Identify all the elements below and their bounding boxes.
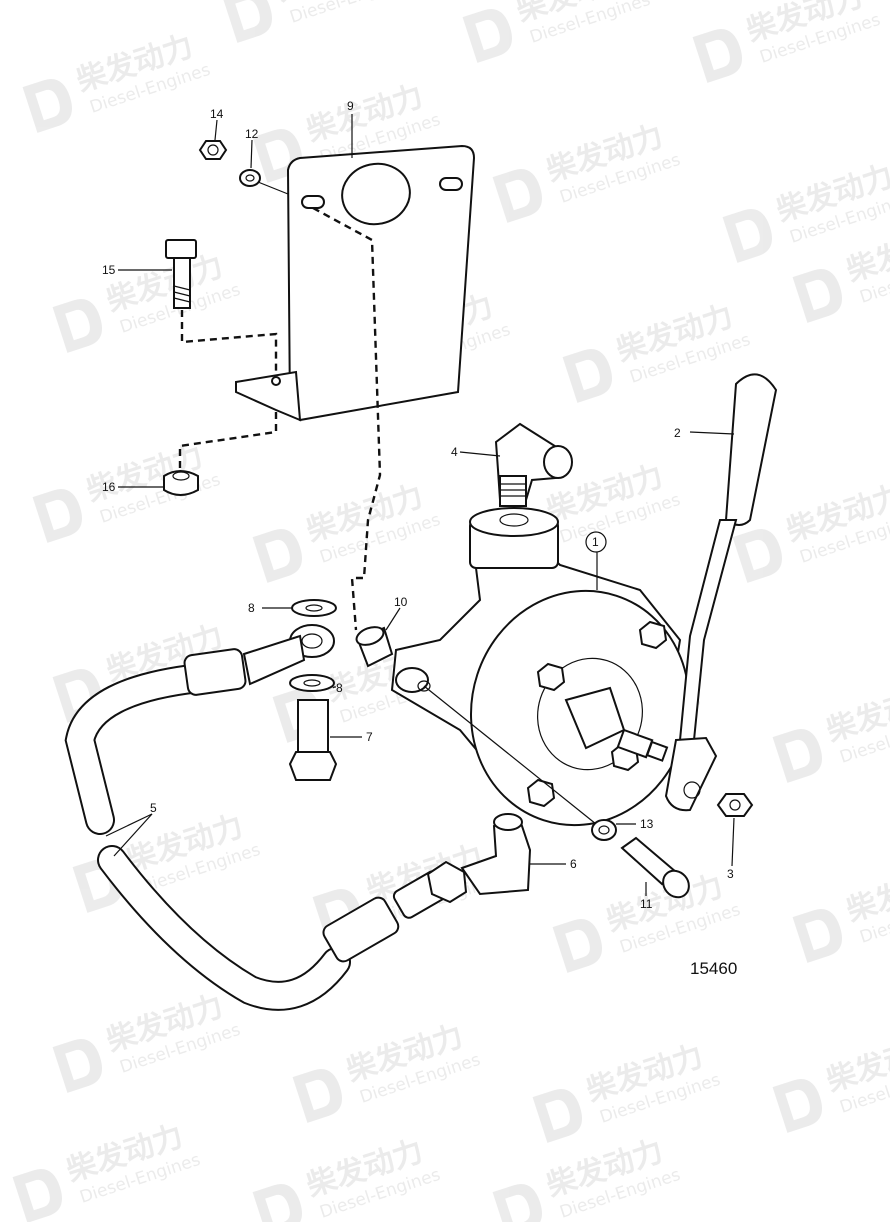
callout-12: 12 xyxy=(245,127,259,141)
watermark-logo-icon xyxy=(462,9,513,63)
callout-3: 3 xyxy=(727,867,734,881)
watermark-logo-icon xyxy=(792,909,843,963)
callout-6: 6 xyxy=(570,857,577,871)
callout-5: 5 xyxy=(150,801,157,815)
watermark-logo-icon xyxy=(552,919,603,973)
watermark-logo-icon xyxy=(22,79,73,133)
watermark-logo-icon xyxy=(252,1184,303,1222)
watermark-logo-icon xyxy=(792,269,843,323)
watermark-logo-icon xyxy=(732,529,783,583)
watermark-logo-icon xyxy=(492,1184,543,1222)
callout-16: 16 xyxy=(102,480,116,494)
callout-10: 10 xyxy=(394,595,408,609)
watermark-logo-icon xyxy=(12,1169,63,1222)
nut-16 xyxy=(163,470,199,496)
elbow-fitting-6 xyxy=(460,813,532,896)
hose-5 xyxy=(64,634,468,1011)
watermark-logo-icon xyxy=(52,1039,103,1093)
watermark-logo-icon xyxy=(252,529,303,583)
callout-13: 13 xyxy=(640,817,654,831)
watermark-logo-icon xyxy=(492,169,543,223)
watermark-logo-icon xyxy=(692,29,743,83)
callout-2: 2 xyxy=(674,426,681,440)
pump-body xyxy=(390,507,690,827)
drawing-reference-number: 15460 xyxy=(690,959,737,978)
watermark-logo-icon xyxy=(772,1079,823,1133)
watermark-brand-en: Diesel-Engines xyxy=(287,0,413,28)
hand-lever-2 xyxy=(664,373,778,812)
watermark-logo-icon xyxy=(32,489,83,543)
watermark-logo-icon xyxy=(722,209,773,263)
watermark-logo-icon xyxy=(292,1069,343,1123)
watermark-logo-icon xyxy=(52,299,103,353)
callout-11: 11 xyxy=(640,897,653,911)
callout-4: 4 xyxy=(451,445,458,459)
callout-8-upper: 8 xyxy=(248,601,255,615)
banjo-assembly xyxy=(288,599,338,781)
callout-7: 7 xyxy=(366,730,373,744)
bolt-15 xyxy=(165,239,197,309)
spacer-10 xyxy=(355,626,394,668)
leader-lines xyxy=(105,114,735,896)
screw-11 xyxy=(620,836,690,899)
mounting-bracket xyxy=(235,144,476,422)
callout-8-lower: 8 xyxy=(336,681,343,695)
callout-9: 9 xyxy=(347,99,354,113)
callout-labels: 14 12 9 15 16 4 2 1 8 10 8 7 5 13 6 3 11 xyxy=(102,99,734,911)
callout-1-circle xyxy=(585,531,607,553)
watermark-logo-icon xyxy=(772,729,823,783)
watermark-brand-cn: 柴发动力 xyxy=(842,859,890,929)
callout-1: 1 xyxy=(592,535,599,549)
watermark-logo-icon xyxy=(222,0,273,43)
callout-14: 14 xyxy=(210,107,224,121)
nut-14 xyxy=(198,140,228,160)
callout-15: 15 xyxy=(102,263,116,277)
washer-12 xyxy=(239,169,261,187)
nut-3 xyxy=(716,793,754,817)
washer-13 xyxy=(591,819,617,841)
elbow-fitting-4 xyxy=(494,422,573,507)
watermark-logo-icon xyxy=(562,349,613,403)
watermark-logo-icon xyxy=(532,1089,583,1143)
